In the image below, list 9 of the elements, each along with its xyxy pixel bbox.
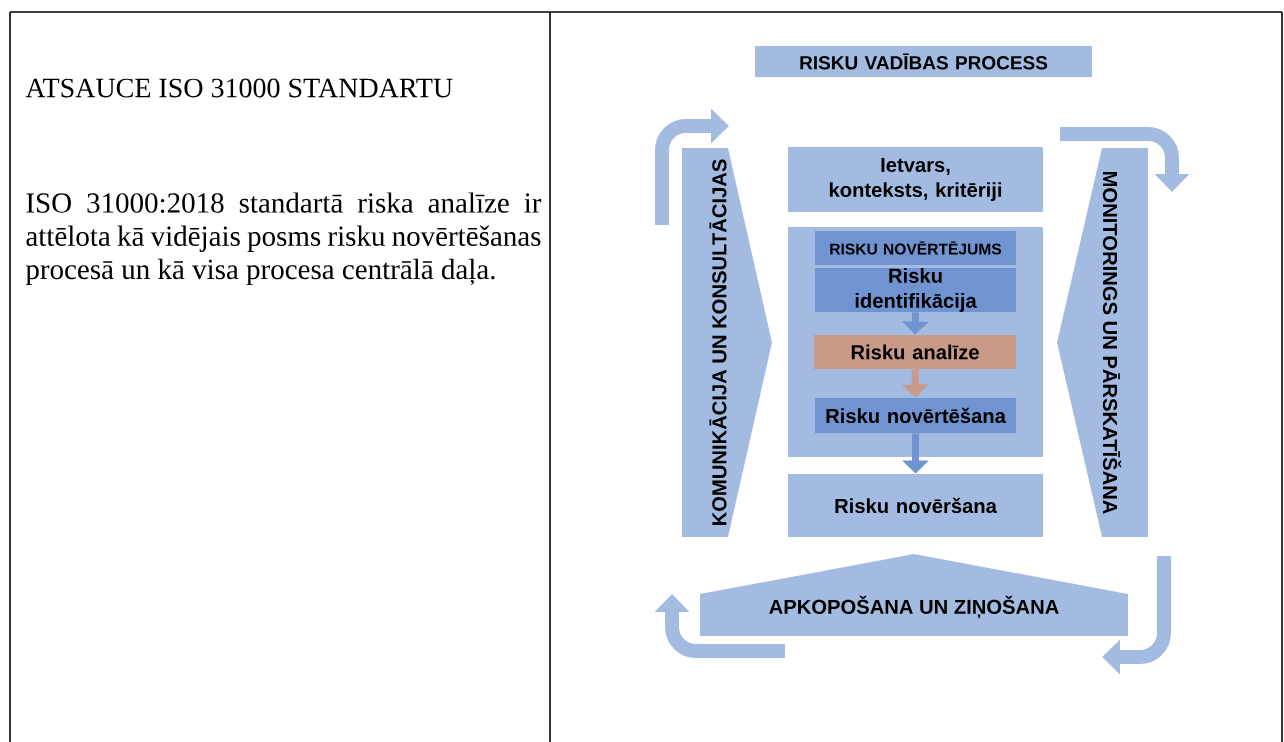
step-box: Risku novērtēšana [815, 398, 1016, 433]
heading-box: RISKU NOVĒRTĒJUMS [815, 231, 1016, 265]
title-banner: RISKU VADĪBAS PROCESS [755, 46, 1092, 77]
process-box: Risku novēršana [788, 474, 1043, 537]
step-box: Risku analīze [814, 335, 1016, 369]
paragraph: ISO 31000:2018 standartā riska analīze ir attēlota kā vidējais posms risku novērtēšanas procesā un kā visa procesa centrālā daļa. [25, 192, 542, 286]
heading-text: ATSAUCE ISO 31000 STANDARTU [25, 78, 453, 98]
process-box: Ietvars, konteksts, kritēriji [788, 147, 1043, 212]
step-box: Risku identifikācija [815, 268, 1016, 312]
